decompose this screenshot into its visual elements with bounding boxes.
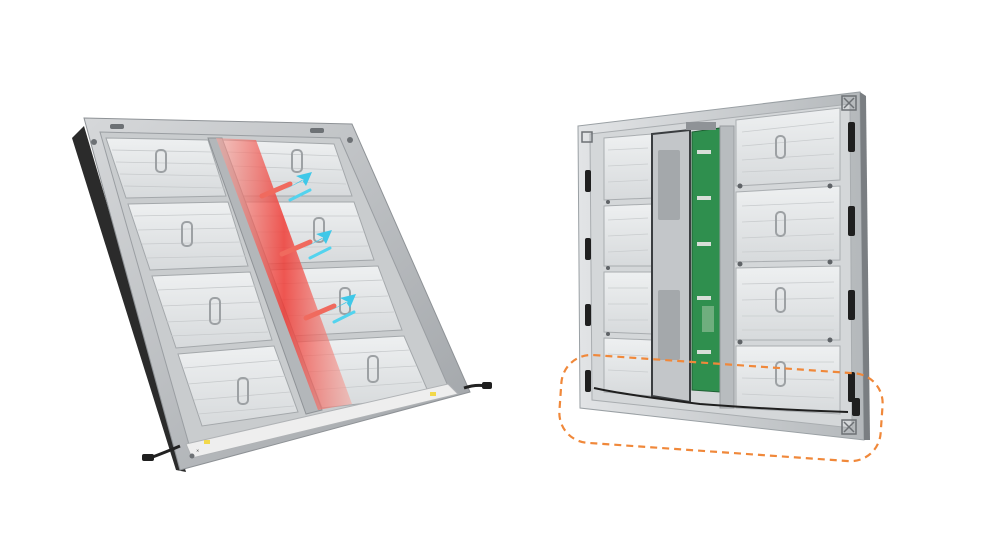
right-cable-connector xyxy=(852,398,860,416)
right-module-handles xyxy=(775,135,786,387)
corner-brackets xyxy=(581,95,857,435)
airflow-arrows xyxy=(259,172,356,324)
bottom-cable-run xyxy=(593,387,849,413)
right-led-cabinet xyxy=(577,91,870,441)
airflow-arrow-3 xyxy=(303,294,356,324)
left-power-cables xyxy=(142,382,492,461)
right-frame-latches xyxy=(585,122,855,402)
airflow-arrow-2 xyxy=(279,230,332,260)
left-label-sticker xyxy=(204,440,210,444)
right-screws xyxy=(606,183,833,345)
left-center-spine xyxy=(207,137,323,415)
left-label-sticker-2 xyxy=(430,392,436,396)
center-rail xyxy=(719,125,735,409)
left-led-cabinet: ✕ xyxy=(72,117,492,472)
airflow-arrow-1 xyxy=(259,172,312,202)
left-frame-holes xyxy=(91,124,353,459)
left-label-plate xyxy=(185,383,459,459)
pcb-components xyxy=(697,150,714,354)
top-bracket xyxy=(686,122,716,130)
left-x-mark: ✕ xyxy=(196,448,199,453)
door-brackets xyxy=(658,150,680,360)
heat-band xyxy=(216,138,352,410)
right-module-stripes xyxy=(607,121,835,399)
